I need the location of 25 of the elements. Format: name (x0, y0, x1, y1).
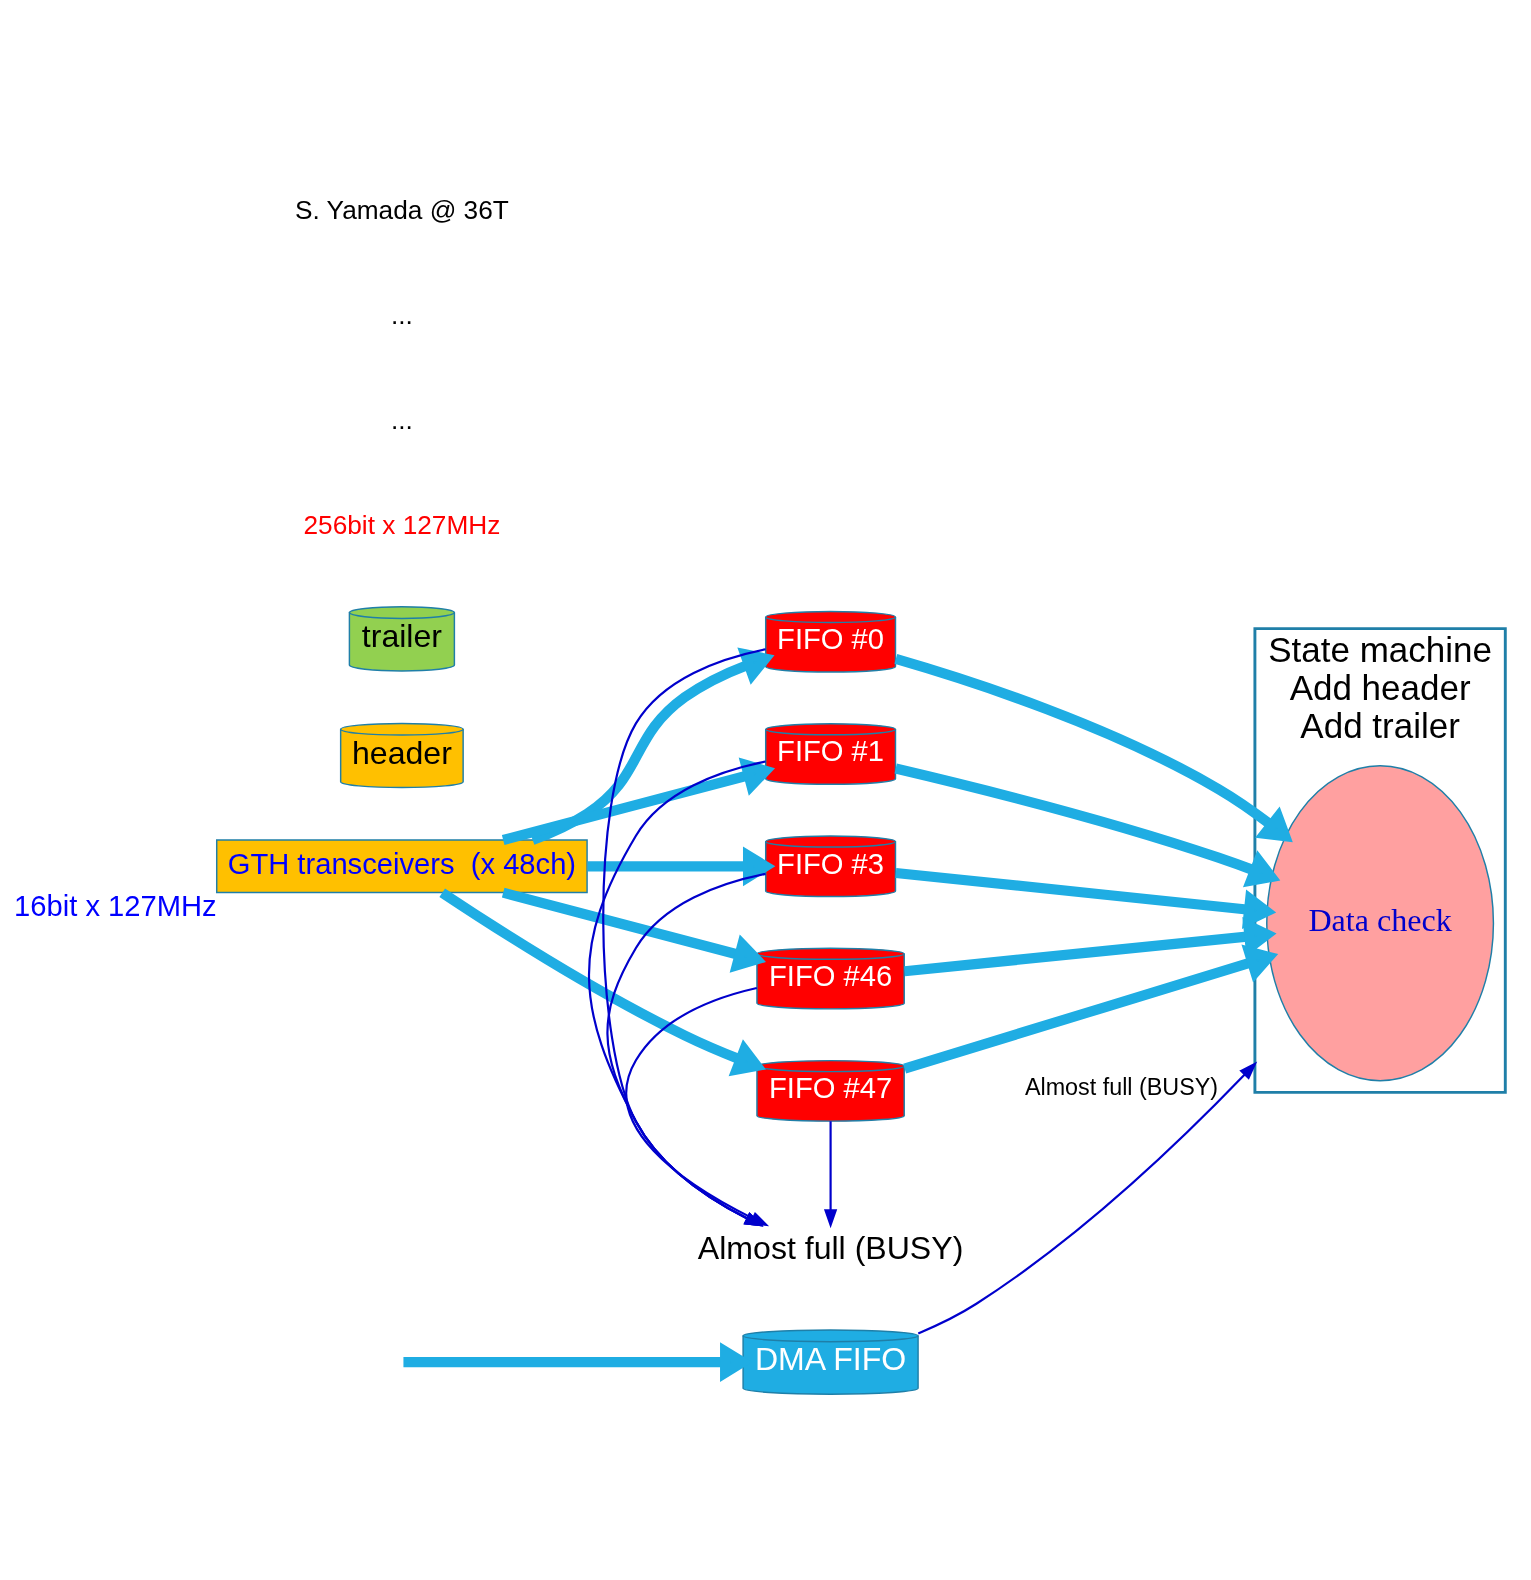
arrow (587, 846, 776, 886)
arrow (625, 986, 770, 1226)
node-ellipse: Data check (1266, 764, 1495, 1081)
arrow (602, 647, 766, 1226)
arrow (894, 653, 1293, 842)
node-label: 16bit x 127MHz (14, 889, 217, 922)
arrow (501, 756, 776, 845)
label: ... (390, 299, 413, 330)
arrow (904, 916, 1277, 976)
label: ... (390, 404, 413, 435)
arrow (439, 887, 766, 1076)
arrow (917, 1061, 1258, 1334)
arrow (501, 887, 766, 973)
arrow (823, 1120, 838, 1228)
arrow (894, 763, 1281, 887)
arrow (530, 646, 775, 845)
label: S. Yamada @ 36T (295, 194, 509, 225)
edge-label: Almost full (BUSY) (1024, 1073, 1219, 1100)
node-text: Almost full (BUSY) (697, 1229, 964, 1266)
arrow (588, 759, 766, 1226)
arrow (895, 867, 1277, 929)
arrow (606, 872, 766, 1226)
node-box: GTH transceivers (x 48ch) (216, 838, 588, 893)
arrow (903, 944, 1279, 1073)
label: 256bit x 127MHz (303, 509, 501, 540)
